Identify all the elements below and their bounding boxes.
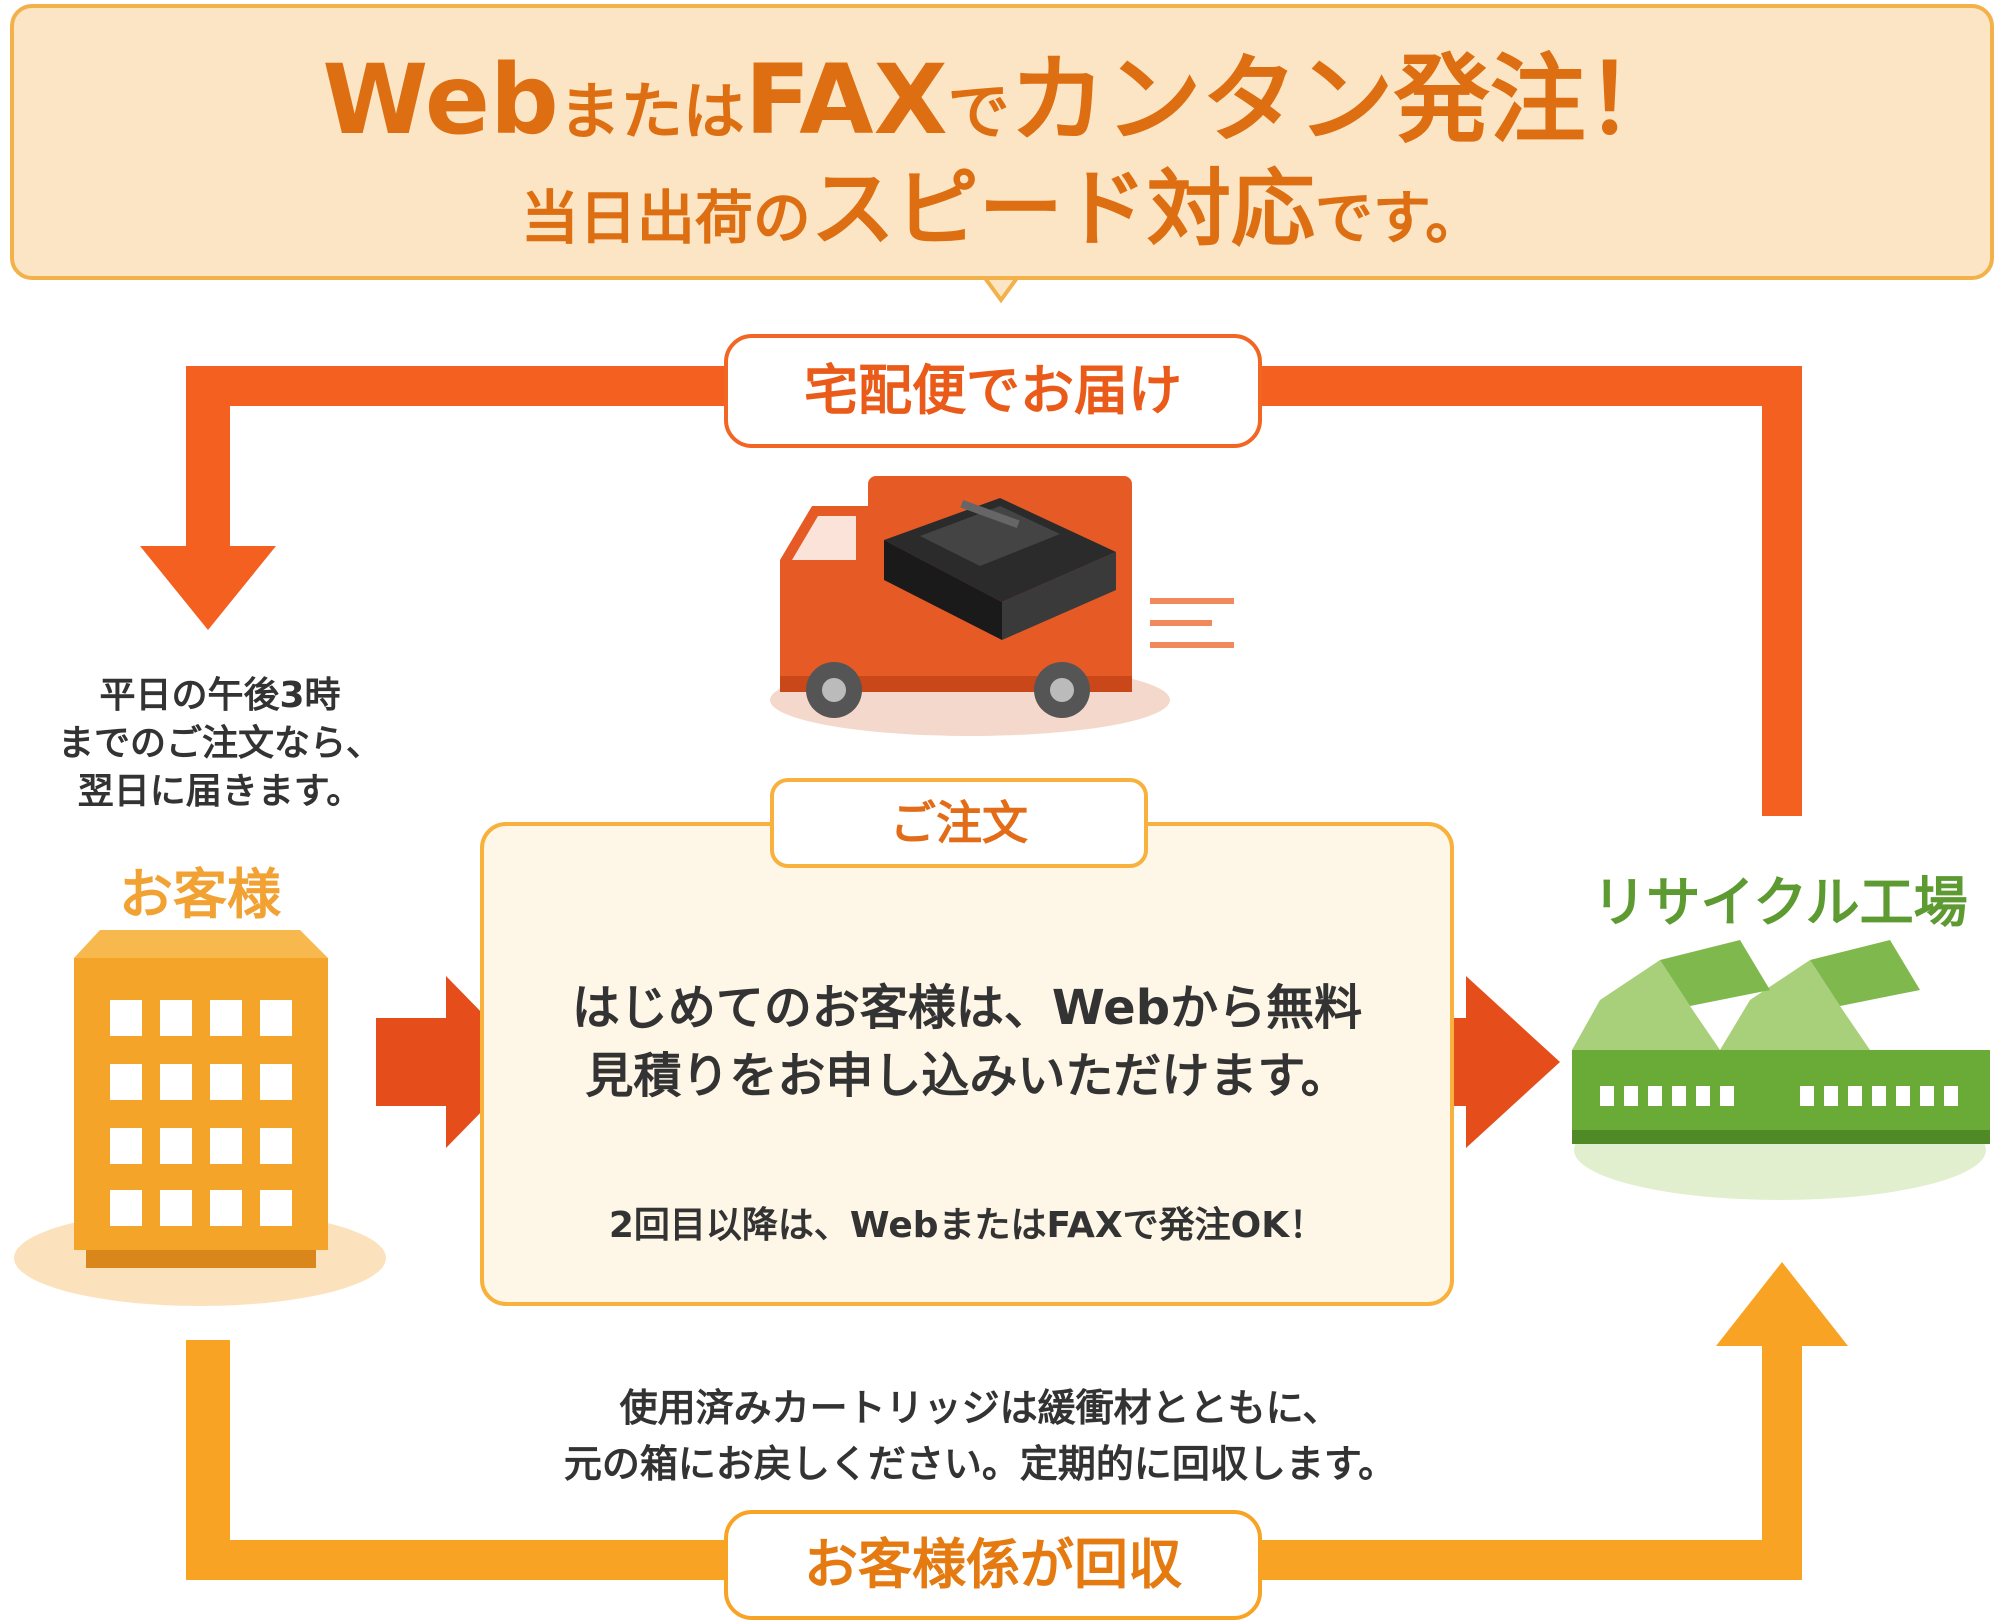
banner-headline: WebまたはFAXでカンタン発注！ — [14, 50, 1990, 162]
banner-text: です。 — [1314, 184, 1484, 252]
customer-note-line: 翌日に届きます。 — [77, 771, 363, 812]
building-icon — [14, 930, 386, 1306]
order-main-text: はじめてのお客様は、Webから無料 見積りをお申し込みいただけます。 — [484, 974, 1450, 1110]
order-main-line: はじめてのお客様は、Webから無料 — [571, 980, 1363, 1036]
banner-text: カンタン発注！ — [1009, 44, 1682, 156]
banner-pointer — [981, 276, 1021, 304]
banner-subheadline: 当日出荷のスピード対応です。 — [14, 164, 1990, 263]
toner-cartridge-icon — [884, 498, 1116, 640]
customer-label: お客様 — [119, 863, 281, 926]
banner-text: スピード対応 — [810, 160, 1315, 258]
return-note-line: 使用済みカートリッジは緩衝材とともに、 — [619, 1386, 1341, 1430]
order-box: はじめてのお客様は、Webから無料 見積りをお申し込みいただけます。 2回目以降… — [480, 822, 1454, 1306]
order-sub-text: 2回目以降は、WebまたはFAXで発注OK！ — [608, 1205, 1326, 1246]
factory-label: リサイクル工場 — [1592, 871, 1968, 934]
collection-label: お客様係が回収 — [724, 1510, 1262, 1620]
header-banner: WebまたはFAXでカンタン発注！ 当日出荷のスピード対応です。 — [10, 4, 1994, 280]
customer-note-line: 平日の午後3時 — [99, 675, 341, 716]
banner-text: または — [558, 75, 745, 148]
order-main-line: 見積りをお申し込みいただけます。 — [585, 1048, 1349, 1104]
customer-note: 平日の午後3時 までのご注文なら、 翌日に届きます。 — [10, 672, 430, 816]
delivery-label: 宅配便でお届け — [724, 334, 1262, 448]
factory-icon — [1572, 940, 1990, 1200]
banner-text: FAX — [744, 44, 948, 156]
banner-text: Web — [322, 44, 559, 156]
customer-note-line: までのご注文なら、 — [57, 723, 382, 764]
order-label: ご注文 — [770, 778, 1148, 868]
banner-text: で — [947, 75, 1010, 148]
return-note-line: 元の箱にお戻しください。定期的に回収します。 — [563, 1442, 1397, 1486]
banner-text: 当日出荷の — [520, 184, 811, 252]
return-note: 使用済みカートリッジは緩衝材とともに、 元の箱にお戻しください。定期的に回収しま… — [480, 1380, 1480, 1492]
